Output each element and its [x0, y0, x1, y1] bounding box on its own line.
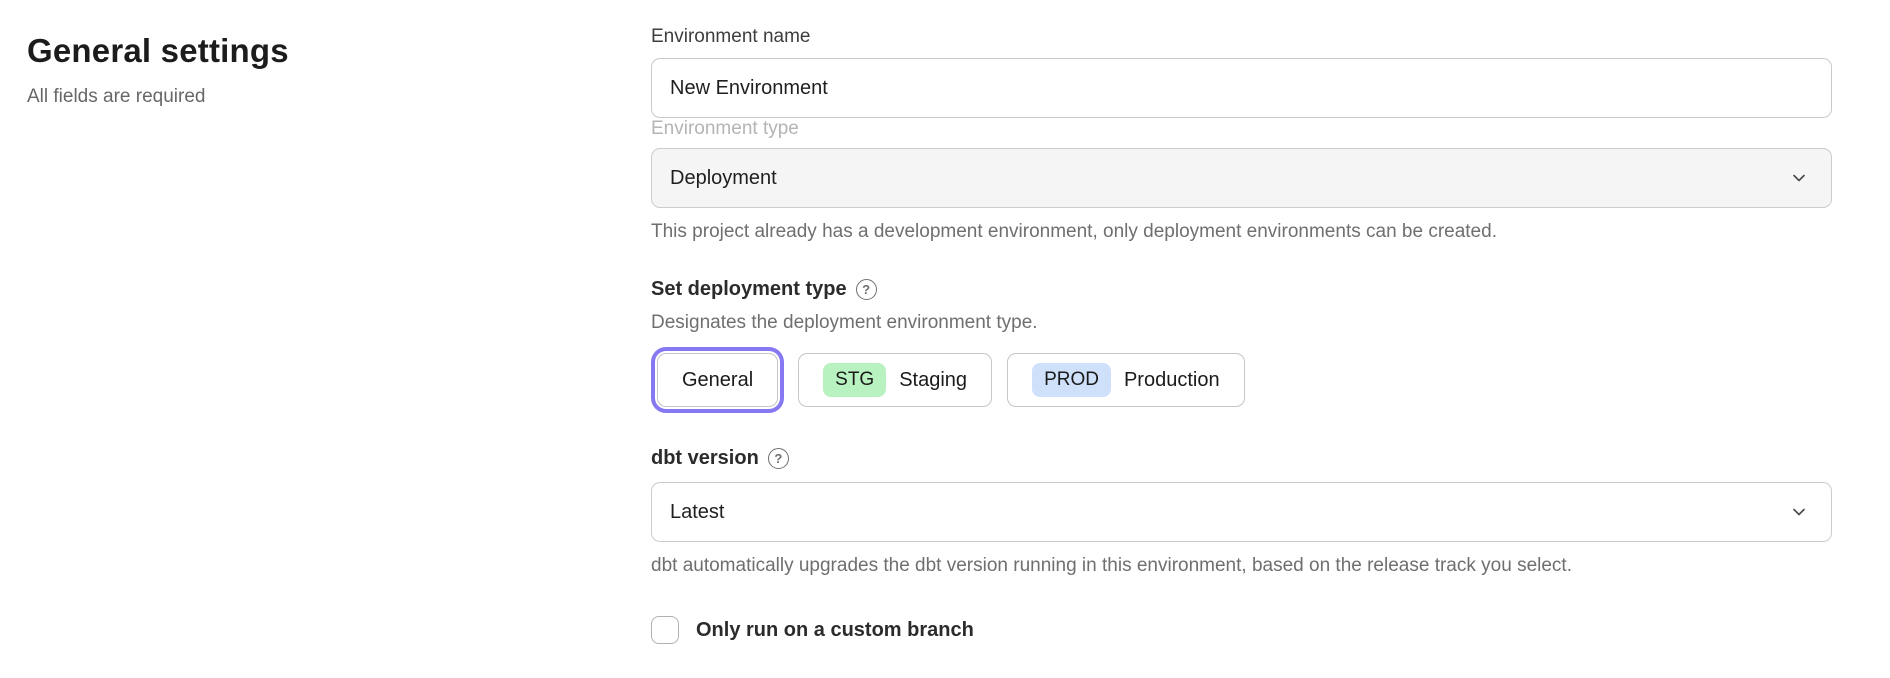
- environment-type-label: Environment type: [651, 118, 799, 139]
- deployment-type-option-staging[interactable]: STG Staging: [798, 353, 993, 407]
- environment-type-helper: This project already has a development e…: [651, 221, 1497, 242]
- custom-branch-row: Only run on a custom branch: [651, 616, 1832, 644]
- general-settings-form: Environment name Environment type Deploy…: [651, 0, 1832, 644]
- environment-type-select[interactable]: Deployment: [651, 148, 1832, 208]
- chevron-down-icon: [1789, 168, 1809, 188]
- deployment-type-option-general[interactable]: General: [657, 353, 779, 407]
- environment-settings-page: General settings All fields are required…: [0, 0, 1832, 644]
- page-title: General settings: [27, 32, 289, 69]
- help-icon[interactable]: ?: [855, 279, 877, 300]
- option-label: Production: [1123, 368, 1220, 391]
- deployment-type-helper: Designates the deployment environment ty…: [651, 312, 1038, 333]
- environment-type-value: Deployment: [670, 166, 777, 189]
- help-icon[interactable]: ?: [767, 448, 789, 469]
- dbt-version-header: dbt version ?: [651, 447, 1832, 470]
- deployment-type-option-production[interactable]: PROD Production: [1007, 353, 1245, 407]
- environment-name-label: Environment name: [651, 26, 811, 47]
- dbt-version-helper: dbt automatically upgrades the dbt versi…: [651, 555, 1572, 576]
- chevron-down-icon: [1789, 502, 1809, 522]
- production-badge: PROD: [1032, 363, 1111, 397]
- option-label: Staging: [899, 368, 968, 391]
- dbt-version-label: dbt version: [651, 447, 759, 469]
- deployment-type-label: Set deployment type: [651, 278, 847, 300]
- custom-branch-checkbox[interactable]: [651, 616, 679, 644]
- dbt-version-value: Latest: [670, 500, 725, 523]
- deployment-type-header: Set deployment type ?: [651, 278, 1832, 301]
- page-subtitle: All fields are required: [27, 86, 206, 107]
- dbt-version-select[interactable]: Latest: [651, 482, 1832, 542]
- section-intro: General settings All fields are required: [0, 0, 651, 644]
- deployment-type-options: General STG Staging PROD Production: [651, 349, 1832, 411]
- staging-badge: STG: [823, 363, 887, 397]
- environment-name-input[interactable]: [651, 58, 1832, 118]
- custom-branch-label: Only run on a custom branch: [696, 618, 974, 641]
- option-label: General: [682, 368, 754, 391]
